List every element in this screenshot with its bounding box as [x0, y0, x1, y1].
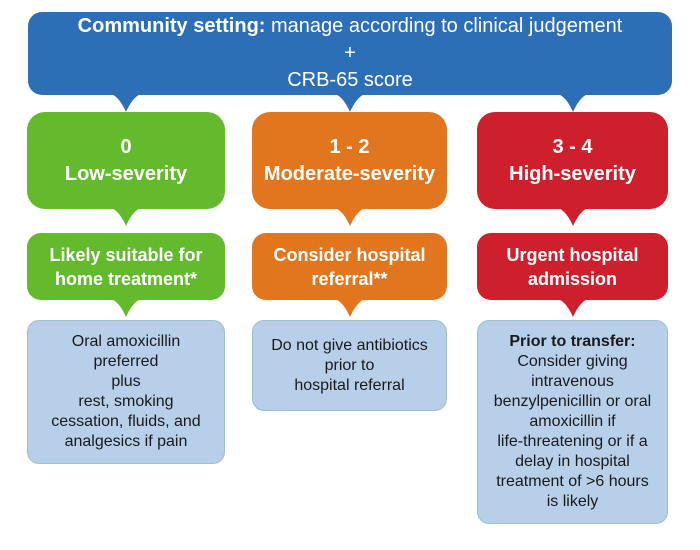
detail-text: Oral amoxicillin preferred plus rest, sm… — [51, 332, 200, 452]
detail-box-low: Oral amoxicillin preferred plus rest, sm… — [27, 320, 225, 464]
arrow-down-icon — [558, 208, 588, 226]
action-text: Likely suitable for home treatment* — [49, 244, 203, 289]
arrow-down-icon — [335, 208, 365, 226]
community-setting-banner: Community setting: manage according to c… — [28, 12, 672, 95]
detail-body: Oral amoxicillin preferred plus rest, sm… — [51, 333, 201, 450]
arrow-down-icon — [335, 299, 365, 317]
action-text: Consider hospital referral** — [273, 244, 426, 289]
severity-box-low: 0 Low-severity — [27, 112, 225, 209]
arrow-down-icon — [558, 299, 588, 317]
detail-box-moderate: Do not give antibiotics prior to hospita… — [252, 320, 447, 411]
detail-heading: Prior to transfer: — [509, 333, 636, 350]
severity-box-high: 3 - 4 High-severity — [477, 112, 668, 209]
banner-rest-text: manage according to clinical judgement +… — [271, 15, 623, 91]
banner-bold-text: Community setting: — [77, 15, 266, 37]
action-box-high: Urgent hospital admission — [477, 233, 668, 300]
arrow-down-icon — [111, 94, 141, 112]
action-box-moderate: Consider hospital referral** — [252, 233, 447, 300]
severity-box-moderate: 1 - 2 Moderate-severity — [252, 112, 447, 209]
severity-label: Low-severity — [64, 162, 188, 185]
severity-score: 0 — [120, 135, 132, 158]
detail-body: Do not give antibiotics prior to hospita… — [271, 336, 428, 394]
arrow-down-icon — [558, 94, 588, 112]
detail-text: Do not give antibiotics prior to hospita… — [271, 336, 428, 396]
detail-text: Prior to transfer: Consider giving intra… — [494, 332, 651, 512]
severity-label: Moderate-severity — [263, 162, 436, 185]
banner-text: Community setting: manage according to c… — [78, 13, 623, 94]
arrow-down-icon — [111, 208, 141, 226]
severity-score: 1 - 2 — [329, 135, 370, 158]
action-text: Urgent hospital admission — [506, 244, 639, 289]
action-box-low: Likely suitable for home treatment* — [27, 233, 225, 300]
detail-body: Consider giving intravenous benzylpenici… — [493, 353, 652, 510]
arrow-down-icon — [111, 299, 141, 317]
detail-box-high: Prior to transfer: Consider giving intra… — [477, 320, 668, 524]
severity-label: High-severity — [509, 162, 636, 185]
arrow-down-icon — [335, 94, 365, 112]
severity-score: 3 - 4 — [552, 135, 593, 158]
